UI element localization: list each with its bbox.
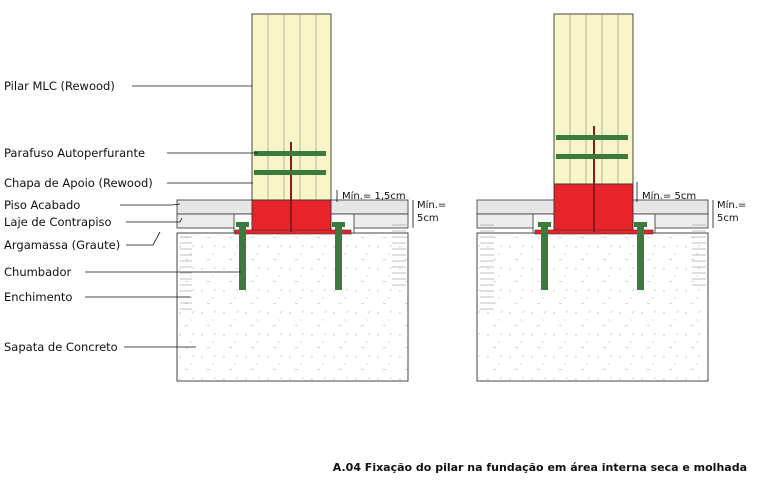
left-screw-2 bbox=[254, 170, 326, 175]
left-anchor-2 bbox=[335, 222, 342, 290]
figure-caption: A.04 Fixação do pilar na fundação em áre… bbox=[333, 461, 747, 474]
label-enchimento: Enchimento bbox=[4, 290, 72, 304]
label-chapa: Chapa de Apoio (Rewood) bbox=[4, 176, 153, 190]
label-chumbador: Chumbador bbox=[4, 265, 71, 279]
leader-lines bbox=[85, 85, 258, 348]
label-parafuso: Parafuso Autoperfurante bbox=[4, 146, 145, 160]
right-dim-slab-2: 5cm bbox=[717, 213, 739, 224]
right-screw-2 bbox=[556, 154, 628, 159]
right-dim-plate: Mín.= 5cm bbox=[642, 190, 696, 202]
left-dim-slab-1: Mín.= bbox=[417, 199, 446, 211]
left-base-plate bbox=[234, 229, 352, 235]
right-dim-slab-1: Mín.= bbox=[717, 199, 746, 211]
left-filling-hatch-right bbox=[392, 220, 406, 290]
right-anchor-2 bbox=[637, 222, 644, 290]
right-concrete-footing bbox=[476, 232, 709, 382]
left-dim-slab-2: 5cm bbox=[417, 213, 439, 224]
label-sapata: Sapata de Concreto bbox=[4, 340, 118, 354]
left-anchor-1 bbox=[239, 222, 246, 290]
left-detail: Mín.= 1,5cm Mín.= 5cm bbox=[176, 13, 446, 382]
label-laje: Laje de Contrapiso bbox=[4, 215, 112, 229]
label-argamassa: Argamassa (Graute) bbox=[4, 238, 120, 252]
left-filling-hatch bbox=[180, 236, 192, 310]
right-screw-1 bbox=[556, 135, 628, 140]
label-pilar: Pilar MLC (Rewood) bbox=[4, 79, 115, 93]
label-piso: Piso Acabado bbox=[4, 198, 80, 212]
right-detail: Mín.= 5cm Mín.= 5cm bbox=[476, 13, 746, 382]
right-filling-hatch bbox=[480, 220, 494, 310]
left-concrete-footing bbox=[176, 232, 409, 382]
right-filling-hatch-right bbox=[692, 220, 706, 290]
left-screw-1 bbox=[254, 151, 326, 156]
left-dim-plate: Mín.= 1,5cm bbox=[342, 190, 406, 202]
right-anchor-1 bbox=[541, 222, 548, 290]
